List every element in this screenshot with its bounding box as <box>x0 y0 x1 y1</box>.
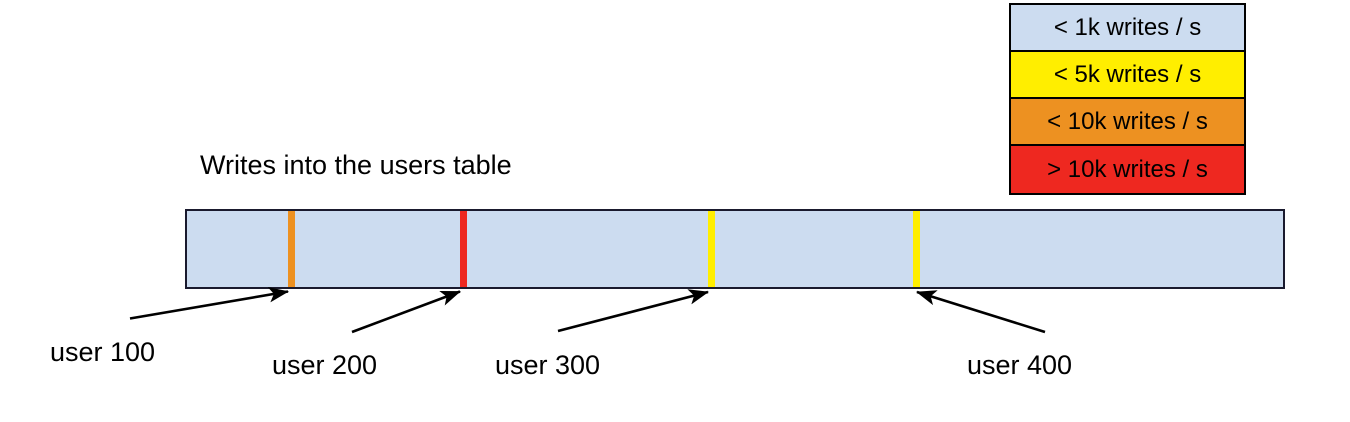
callout-label-user-100: user 100 <box>50 337 156 367</box>
marker-user-400 <box>913 211 920 287</box>
callout-label-user-300: user 300 <box>495 350 601 380</box>
callout-label-user-400: user 400 <box>967 350 1073 380</box>
legend-label-3: < 10k writes / s <box>1047 107 1208 135</box>
users-table-bar <box>185 209 1285 289</box>
marker-user-300 <box>708 211 715 287</box>
legend-label-1: < 1k writes / s <box>1053 13 1202 41</box>
legend-label-4: > 10k writes / s <box>1047 155 1208 183</box>
legend-label-2: < 5k writes / s <box>1053 60 1202 88</box>
legend-row-3: < 10k writes / s <box>1011 99 1244 146</box>
legend: < 1k writes / s < 5k writes / s < 10k wr… <box>1009 3 1246 195</box>
chart-title: Writes into the users table <box>200 150 512 180</box>
legend-row-4: > 10k writes / s <box>1011 146 1244 193</box>
arrow-user-400 <box>916 290 1046 334</box>
legend-row-2: < 5k writes / s <box>1011 52 1244 99</box>
arrow-user-200 <box>351 290 461 334</box>
arrow-user-100 <box>129 287 290 320</box>
arrow-user-300 <box>557 289 710 333</box>
legend-row-1: < 1k writes / s <box>1011 5 1244 52</box>
marker-user-100 <box>288 211 295 287</box>
marker-user-200 <box>460 211 467 287</box>
callout-label-user-200: user 200 <box>272 350 378 380</box>
